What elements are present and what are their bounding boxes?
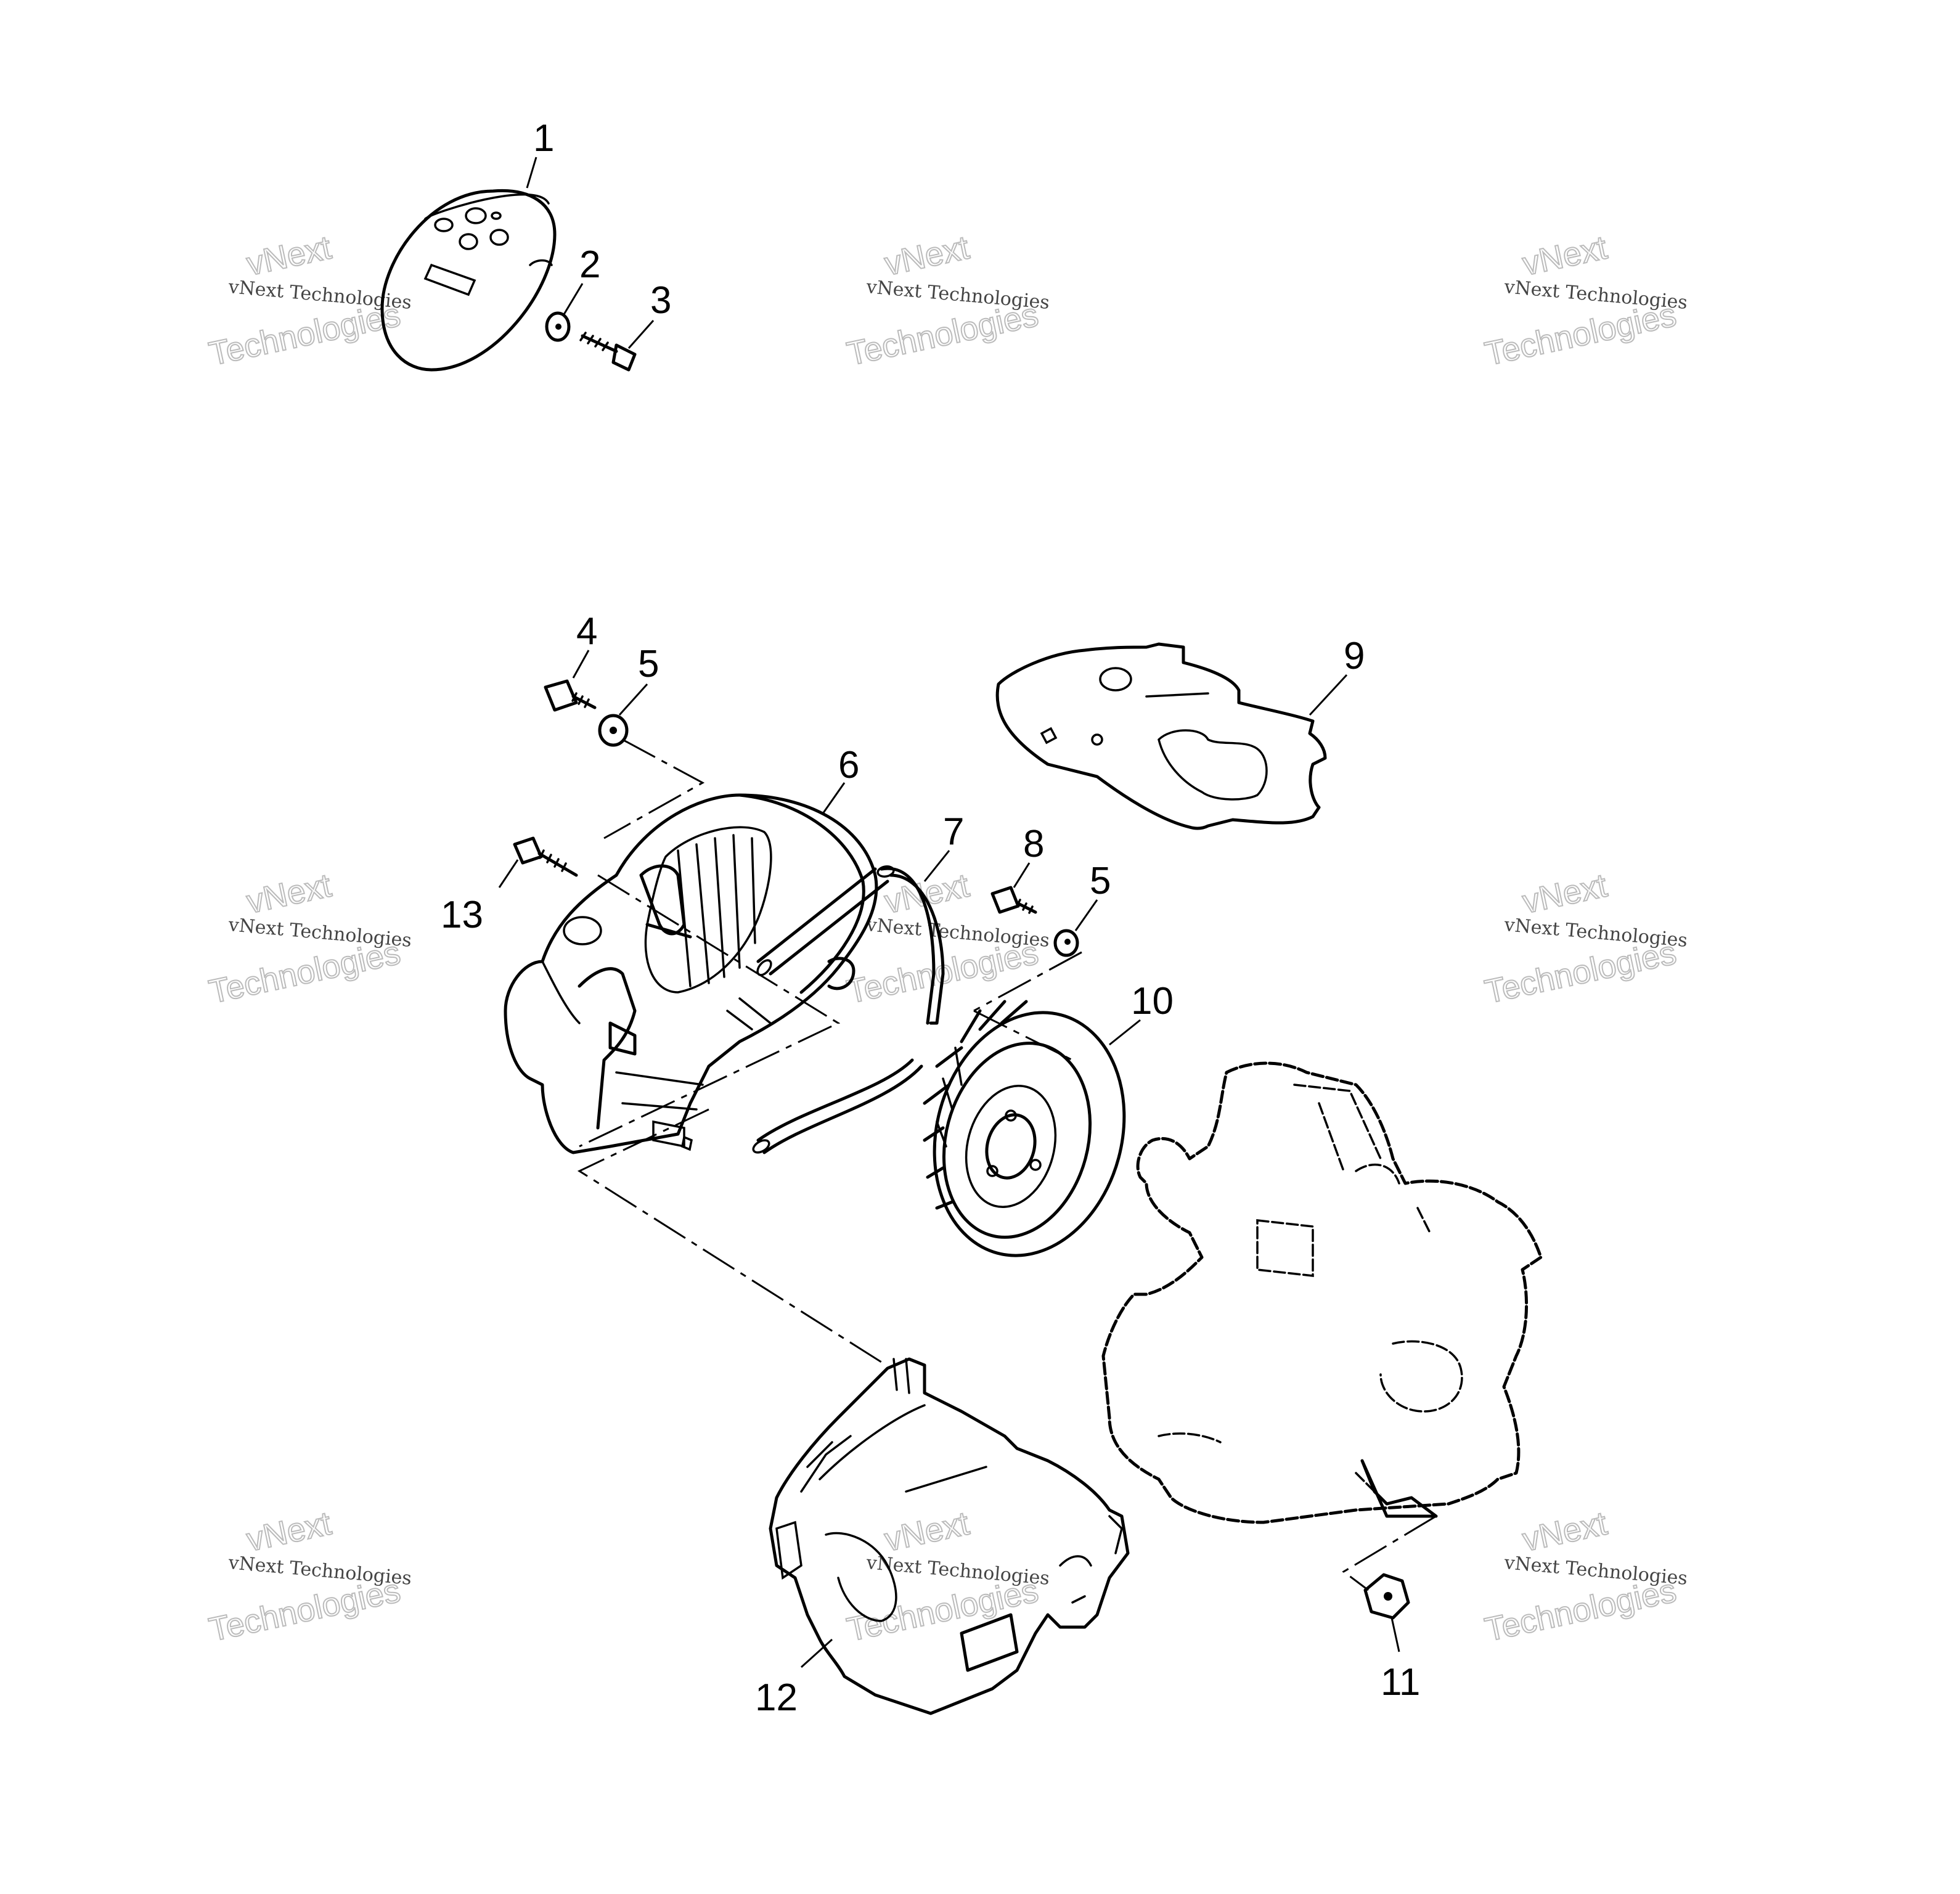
wm-brand-b: Technologies <box>206 296 404 372</box>
part-7-hose <box>752 865 945 1154</box>
wm-brand-a: vNext <box>243 229 335 282</box>
wm-brand-a: vNext <box>881 229 973 282</box>
wm-brand-a: vNext <box>1519 229 1611 282</box>
wm-brand-a: vNext <box>243 1504 335 1558</box>
callout-9: 9 <box>1344 635 1365 677</box>
part-13-screw <box>513 836 578 877</box>
wm-brand-b: Technologies <box>1482 296 1680 372</box>
wm-brand-b: Technologies <box>1482 934 1680 1010</box>
wm-brand-b: Technologies <box>206 934 404 1010</box>
engine-block <box>1101 1061 1543 1524</box>
callout-10: 10 <box>1131 980 1174 1023</box>
part-5-washer-right <box>1053 929 1079 957</box>
part-2-washer <box>545 311 571 342</box>
callout-13: 13 <box>441 894 483 936</box>
wm-brand-a: vNext <box>881 1504 973 1558</box>
watermark-top-right: vNext vNext Technologies Technologies <box>1481 228 1688 373</box>
part-1-plate <box>380 189 557 372</box>
part-11-nut <box>1363 1573 1410 1620</box>
wm-brand-a: vNext <box>1519 867 1611 920</box>
part-5-washer-upper <box>598 714 629 747</box>
part-3-screw <box>579 332 637 372</box>
leader-lines <box>498 157 1400 1668</box>
watermark-middle-right: vNext vNext Technologies Technologies <box>1481 866 1688 1011</box>
guide-lines <box>577 738 1437 1591</box>
wm-brand-b: Technologies <box>1482 1572 1680 1648</box>
watermark-middle-left: vNext vNext Technologies Technologies <box>205 866 412 1011</box>
engine-mount-bracket <box>1360 1459 1438 1518</box>
part-6-fan-housing <box>504 793 878 1154</box>
callout-7: 7 <box>943 810 964 853</box>
callout-12: 12 <box>755 1676 798 1719</box>
part-8-bolt <box>990 886 1037 914</box>
callout-6: 6 <box>838 744 859 786</box>
wm-brand-a: vNext <box>243 867 335 920</box>
part-12-shroud <box>769 1357 1130 1715</box>
wm-brand-b: Technologies <box>206 1572 404 1648</box>
callout-8: 8 <box>1023 823 1044 865</box>
watermark-middle-center: vNext vNext Technologies Technologies <box>843 866 1050 1011</box>
callout-1: 1 <box>533 117 554 160</box>
part-9-gasket <box>995 642 1327 830</box>
callout-3: 3 <box>650 279 671 322</box>
callout-5-right: 5 <box>1090 860 1111 902</box>
wm-brand-a: vNext <box>1519 1504 1611 1558</box>
callout-11: 11 <box>1381 1661 1420 1704</box>
callout-numbers: 1 2 3 4 5 6 7 8 5 9 10 11 12 13 <box>441 117 1420 1719</box>
watermark-bottom-right: vNext vNext Technologies Technologies <box>1481 1504 1688 1649</box>
callout-4: 4 <box>576 610 597 653</box>
part-4-bolt <box>544 679 597 712</box>
wm-brand-b: Technologies <box>844 1572 1042 1648</box>
wm-brand-b: Technologies <box>844 296 1042 372</box>
callout-5-upper: 5 <box>638 643 659 685</box>
part-10-flywheel <box>923 1000 1126 1257</box>
watermark-bottom-left: vNext vNext Technologies Technologies <box>205 1504 412 1649</box>
watermark-bottom-center: vNext vNext Technologies Technologies <box>843 1504 1050 1649</box>
watermark-top-center: vNext vNext Technologies Technologies <box>843 228 1050 373</box>
callout-2: 2 <box>579 243 600 286</box>
